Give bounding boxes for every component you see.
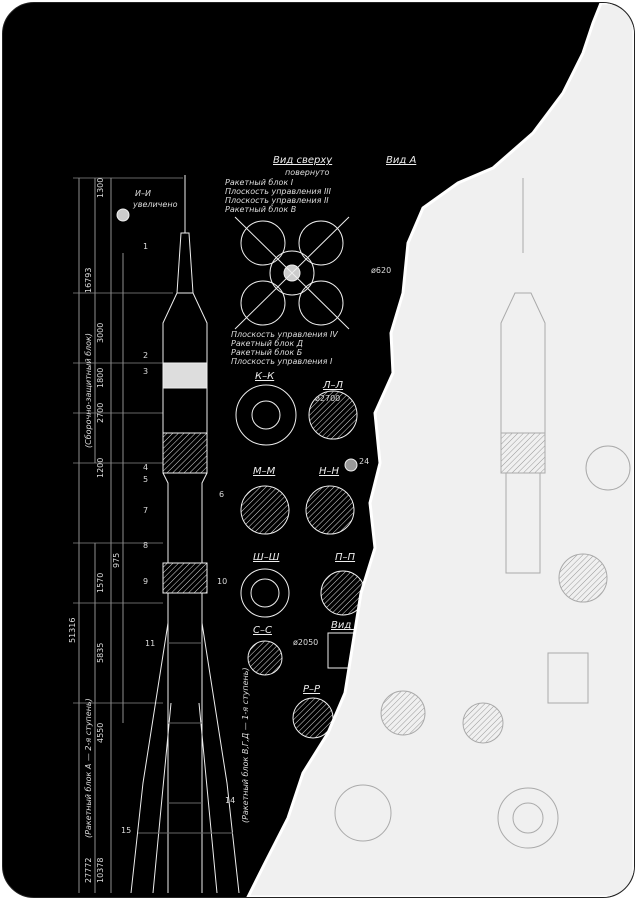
svg-text:ø620: ø620	[371, 266, 391, 275]
svg-text:1300: 1300	[96, 178, 105, 198]
svg-text:ø2050: ø2050	[293, 638, 318, 647]
bottom-label: Плоскость управления I	[231, 357, 333, 366]
svg-text:ø2700: ø2700	[315, 394, 340, 403]
rocket-blueprint-drawing: Вид сверху повернуто Вид А И–И увеличено…	[68, 3, 634, 897]
svg-text:3000: 3000	[96, 323, 105, 343]
svg-text:11: 11	[145, 639, 155, 648]
section-label: К–К	[255, 371, 275, 382]
section-label: Р–Р	[303, 684, 321, 695]
part-numbers: 1 2 3 4 5 6 7 8 9 10 11 14 15 24	[121, 242, 369, 835]
svg-text:51316: 51316	[68, 618, 77, 643]
section-label: П–П	[335, 552, 356, 563]
top-view-subtitle: повернуто	[285, 168, 329, 177]
top-label: Ракетный блок В	[225, 205, 296, 214]
svg-text:1800: 1800	[96, 368, 105, 388]
section-label: Ш–Ш	[253, 552, 280, 563]
section-views	[116, 208, 366, 739]
top-label: Ракетный блок I	[225, 178, 294, 187]
svg-text:1570: 1570	[96, 573, 105, 593]
top-view-title: Вид сверху	[273, 155, 333, 166]
svg-text:(Сборочно-защитный блок): (Сборочно-защитный блок)	[84, 333, 93, 448]
svg-text:15: 15	[121, 826, 131, 835]
svg-text:4: 4	[143, 463, 148, 472]
svg-text:14: 14	[225, 796, 235, 805]
svg-text:2: 2	[143, 351, 148, 360]
svg-text:5: 5	[143, 475, 148, 484]
top-label: Плоскость управления III	[225, 187, 332, 196]
detail-title: И–И	[135, 189, 151, 198]
section-label: М–М	[253, 466, 276, 477]
section-label: С–С	[253, 625, 272, 636]
svg-text:8: 8	[143, 541, 148, 550]
svg-text:27772: 27772	[84, 858, 93, 883]
top-view-drawing	[234, 216, 350, 330]
dimension-lines	[73, 177, 183, 893]
bottom-label: Плоскость управления IV	[231, 330, 338, 339]
svg-text:9: 9	[143, 577, 148, 586]
svg-text:3: 3	[143, 367, 148, 376]
bottom-label: Ракетный блок Д	[231, 339, 303, 348]
svg-text:(Ракетный блок В,Г,Д — 1-я сту: (Ракетный блок В,Г,Д — 1-я ступень)	[241, 667, 250, 823]
section-label: Л–Л	[322, 380, 344, 391]
rocket-side-view	[130, 175, 240, 894]
svg-text:(Ракетный блок А — 2-я ступень: (Ракетный блок А — 2-я ступень)	[84, 698, 93, 838]
top-label: Плоскость управления II	[225, 196, 329, 205]
svg-text:1: 1	[143, 242, 148, 251]
torn-paper-overlay	[246, 3, 634, 897]
svg-text:10378: 10378	[96, 858, 105, 883]
svg-text:6: 6	[219, 490, 224, 499]
bottom-label: Ракетный блок Б	[231, 348, 303, 357]
dimension-labels: 1300 2700 1800 3000 1200 975 1570 5835 4…	[68, 178, 391, 883]
svg-text:4550: 4550	[96, 723, 105, 743]
detail-subtitle: увеличено	[132, 200, 178, 209]
section-label: Н–Н	[319, 466, 340, 477]
view-b-title: Вид В	[331, 620, 361, 631]
svg-text:5835: 5835	[96, 643, 105, 663]
paper-ghost-drawing	[334, 178, 631, 849]
svg-text:24: 24	[359, 457, 369, 466]
svg-text:1200: 1200	[96, 458, 105, 478]
svg-text:10: 10	[217, 577, 227, 586]
svg-text:7: 7	[143, 506, 148, 515]
view-a-title: Вид А	[386, 155, 416, 166]
svg-text:16793: 16793	[84, 268, 93, 293]
svg-text:975: 975	[112, 553, 121, 568]
svg-text:2700: 2700	[96, 403, 105, 423]
